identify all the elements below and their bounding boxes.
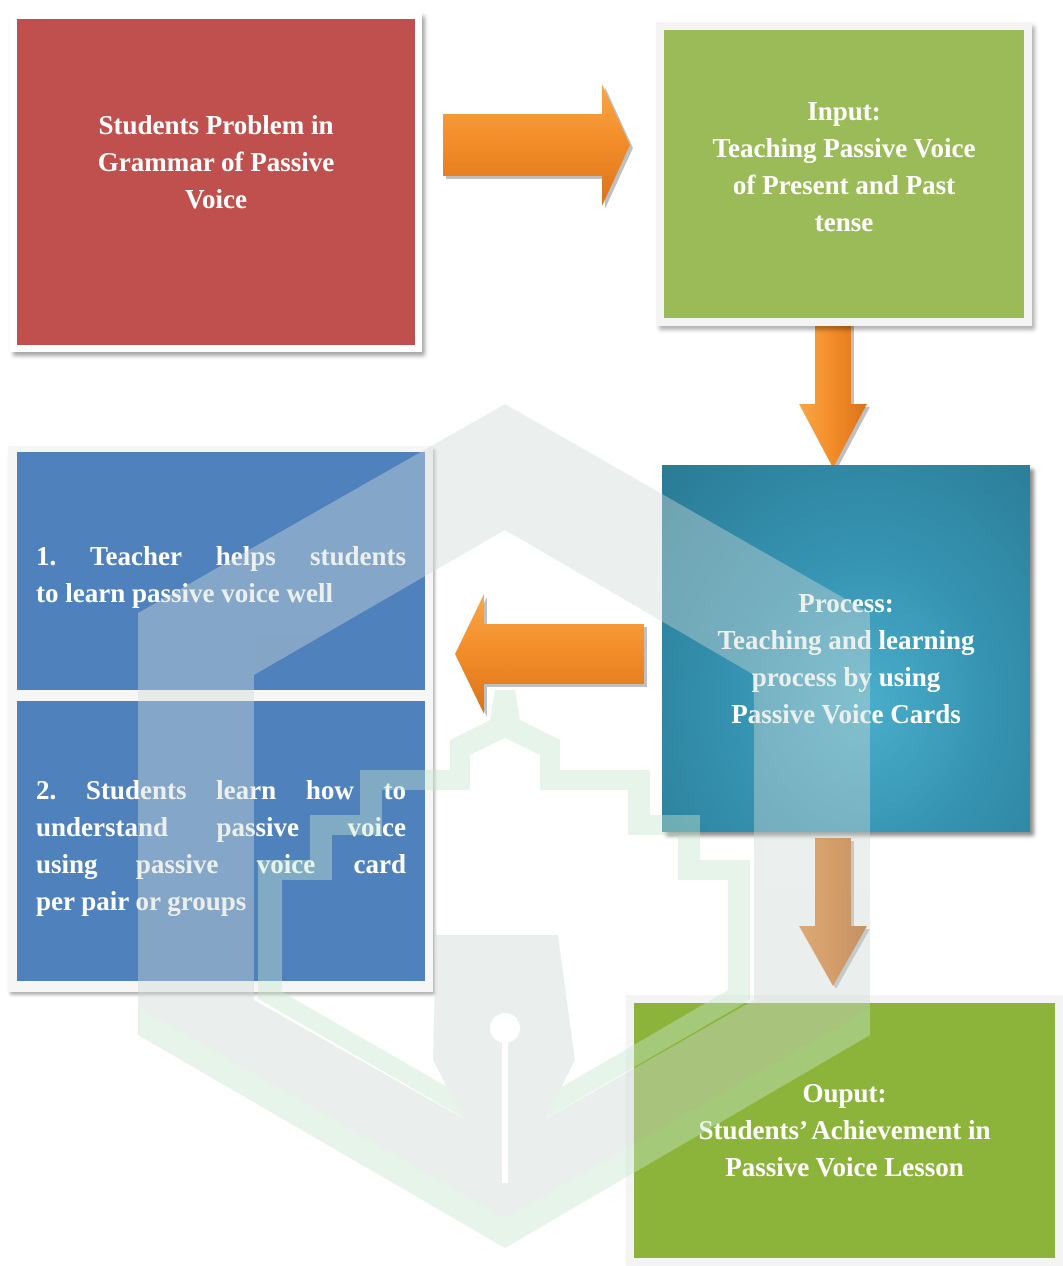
problem-line: Students Problem in	[98, 109, 334, 140]
step-1-line: 1. Teacher helps students	[36, 541, 406, 571]
problem-line: Grammar of Passive	[97, 146, 335, 177]
step-1-line: to learn passive voice well	[36, 578, 333, 608]
problem-box: Students Problem in Grammar of Passive V…	[10, 12, 422, 352]
step-1-box: 1. Teacher helps students to learn passi…	[17, 452, 425, 690]
output-line: Passive Voice Lesson	[725, 1152, 964, 1182]
process-box: Process: Teaching and learning process b…	[662, 465, 1030, 832]
problem-line: Voice	[185, 183, 247, 214]
step-2-box: 2. Students learn how to understand pass…	[17, 701, 425, 981]
step-2-line: per pair or groups	[36, 886, 247, 916]
output-line: Students’ Achievement in	[698, 1115, 991, 1145]
process-line: Passive Voice Cards	[731, 698, 961, 729]
process-line: Teaching and learning	[717, 624, 975, 655]
input-line: tense	[814, 207, 874, 237]
input-line: Teaching Passive Voice	[712, 133, 976, 163]
output-heading: Ouput:	[802, 1078, 887, 1108]
input-box: Input: Teaching Passive Voice of Present…	[656, 22, 1032, 326]
input-heading: Input:	[807, 96, 881, 126]
step-2-line: 2. Students learn how to	[36, 775, 406, 805]
arrow-right	[443, 84, 633, 209]
process-line: process by using	[751, 661, 941, 692]
output-box: Ouput: Students’ Achievement in Passive …	[626, 995, 1063, 1266]
step-2-line: using passive voice card	[36, 849, 406, 879]
input-line: of Present and Past	[732, 170, 956, 200]
arrow-left	[455, 594, 647, 717]
step-2-line: understand passive voice	[36, 812, 406, 842]
process-heading: Process:	[798, 587, 894, 618]
arrow-down-to-output	[799, 838, 870, 989]
arrow-down-to-process	[799, 322, 870, 471]
steps-panel: 1. Teacher helps students to learn passi…	[8, 446, 433, 992]
